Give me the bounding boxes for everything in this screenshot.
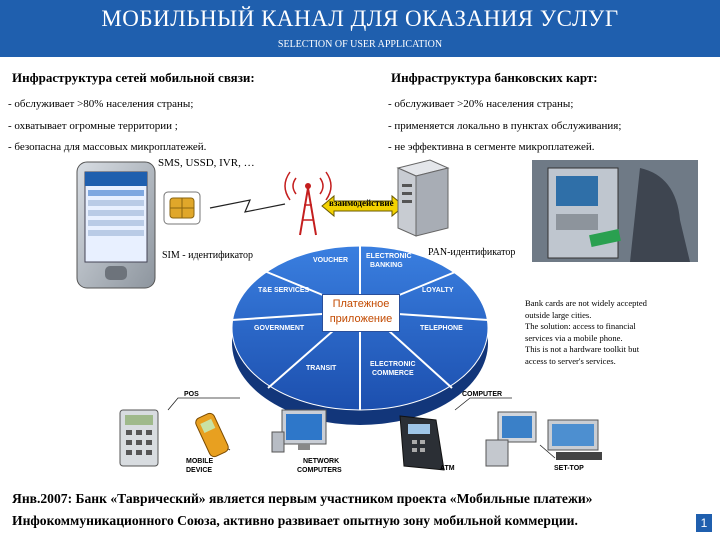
right-column-heading: Инфраструктура банковских карт:	[391, 70, 598, 85]
footer-text: Янв.2007: Банк «Таврический» является пе…	[12, 488, 712, 532]
title-banner: МОБИЛЬНЫЙ КАНАЛ ДЛЯ ОКАЗАНИЯ УСЛУГ SELEC…	[0, 0, 720, 57]
center-label-line-2: приложение	[329, 313, 393, 325]
calculator-pos-icon	[119, 409, 159, 467]
server-icon	[396, 159, 450, 237]
left-column-heading: Инфраструктура сетей мобильной связи:	[12, 70, 255, 85]
segment-te-services: T&E SERVICES	[258, 287, 310, 294]
device-label-computer: COMPUTER	[462, 391, 502, 398]
device-label-set-top: SET-TOP	[554, 465, 584, 472]
device-label-mobile-2: DEVICE	[186, 467, 212, 474]
link-zigzag	[209, 199, 286, 213]
note-line: access to server's services.	[525, 355, 616, 366]
device-label-network-1: NETWORK	[303, 458, 339, 465]
center-label-line-1: Платежное	[332, 298, 390, 310]
device-label-network-2: COMPUTERS	[297, 467, 342, 474]
device-label-atm: ATM	[440, 465, 455, 472]
page-subtitle: SELECTION OF USER APPLICATION	[277, 39, 443, 50]
segment-electronic-commerce-1: ELECTRONIC	[370, 361, 416, 368]
segment-voucher: VOUCHER	[313, 257, 348, 264]
sms-label: SMS, USSD, IVR, …	[158, 157, 255, 169]
footer-line-2: Инфокоммуникационного Союза, активно раз…	[12, 513, 578, 528]
card-terminal-icon	[399, 415, 445, 471]
pan-label: PAN-идентификатор	[428, 247, 516, 258]
page-number: 1	[696, 514, 712, 532]
segment-transit: TRANSIT	[306, 365, 337, 372]
computer-icon	[485, 411, 537, 467]
left-line-3: - безопасна для массовых микроплатежей.	[8, 141, 207, 153]
right-line-2: - применяется локально в пунктах обслужи…	[388, 120, 622, 132]
note-line: The solution: access to financial	[525, 321, 636, 332]
footer-line-1: Янв.2007: Банк «Таврический» является пе…	[12, 491, 593, 506]
note-line: services via a mobile phone.	[525, 332, 623, 343]
interaction-label: взаимодействие	[329, 198, 394, 208]
set-top-box-icon	[547, 419, 602, 460]
mobile-phone-icon	[195, 412, 229, 458]
note-line: Bank cards are not widely accepted	[525, 298, 647, 308]
atm-photo-icon	[532, 160, 698, 262]
page-title: МОБИЛЬНЫЙ КАНАЛ ДЛЯ ОКАЗАНИЯ УСЛУГ	[101, 6, 619, 31]
segment-electronic-banking-1: ELECTRONIC	[366, 253, 412, 260]
note-line: This is not a hardware toolkit but	[525, 344, 640, 355]
note-line: outside large cities.	[525, 309, 592, 320]
segment-electronic-banking-2: BANKING	[370, 262, 403, 269]
sim-card-icon	[163, 191, 201, 225]
left-line-2: - охватывает огромные территории ;	[8, 120, 178, 132]
right-line-3: - не эффективна в сегменте микроплатежей…	[388, 141, 595, 153]
segment-government: GOVERNMENT	[254, 325, 305, 332]
device-label-mobile-1: MOBILE	[186, 458, 214, 465]
antenna-tower-icon	[284, 171, 332, 236]
pda-phone-icon	[76, 161, 156, 289]
segment-electronic-commerce-2: COMMERCE	[372, 370, 414, 377]
payment-wheel: VOUCHER ELECTRONIC BANKING T&E SERVICES …	[231, 245, 489, 425]
segment-loyalty: LOYALTY	[422, 287, 454, 294]
device-label-pos: POS	[184, 391, 199, 398]
payment-application-box: Платежное приложение	[322, 294, 400, 332]
segment-telephone: TELEPHONE	[420, 325, 463, 332]
sim-label: SIM - идентификатор	[162, 250, 254, 261]
left-line-1: - обслуживает >80% населения страны;	[8, 98, 194, 110]
network-computer-icon	[271, 409, 327, 453]
right-line-1: - обслуживает >20% населения страны;	[388, 98, 574, 110]
bank-card-note: Bank cards are not widely accepted outsi…	[525, 298, 700, 368]
